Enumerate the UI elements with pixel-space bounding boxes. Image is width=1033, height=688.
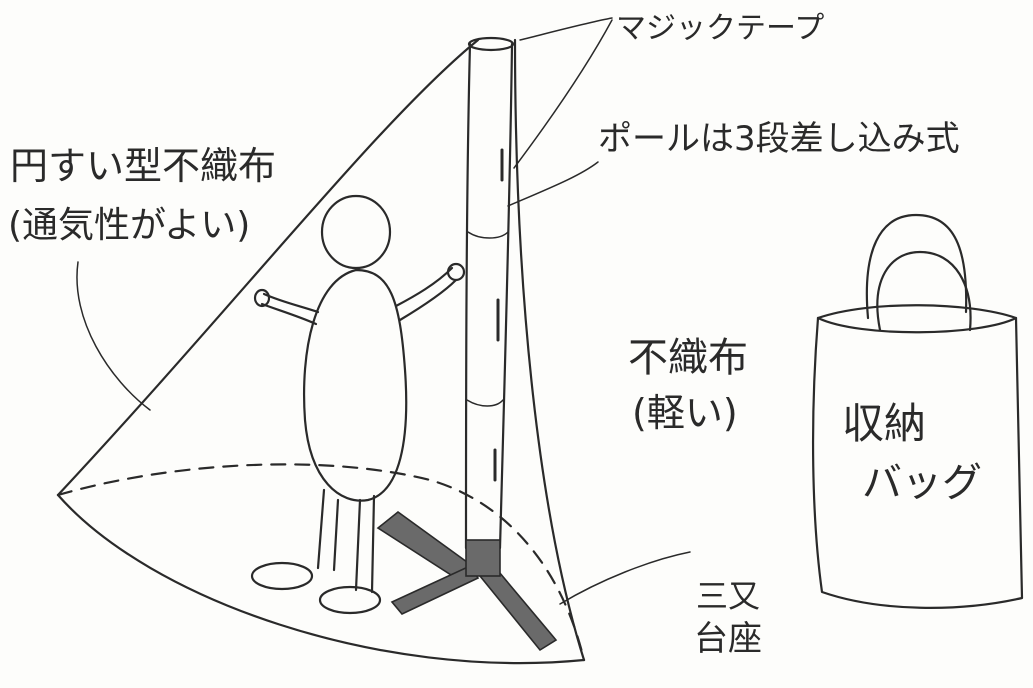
person-figure xyxy=(250,194,466,615)
label-tripod: 三又 xyxy=(696,577,761,615)
cone-enclosure xyxy=(56,38,586,665)
person-right-arm-under xyxy=(398,278,458,322)
cone-bottom-front xyxy=(56,493,586,665)
base-leg-right xyxy=(478,564,558,652)
person-body xyxy=(302,268,408,502)
label-cone-type: 円すい型不織布 xyxy=(10,144,277,188)
label-storage: 収納 xyxy=(842,399,927,448)
person-right-hand xyxy=(446,262,466,282)
leader-magic-tape-side xyxy=(513,19,613,169)
bag-rim xyxy=(816,304,1018,334)
pole-joint-1 xyxy=(467,231,509,239)
person-left-leg xyxy=(316,488,326,570)
person-right-leg-inner xyxy=(370,494,376,594)
label-nonwoven-light: (軽い) xyxy=(632,391,738,435)
pole-joint-2 xyxy=(466,399,504,407)
bag-handle-front xyxy=(876,250,972,332)
tripod-base xyxy=(376,510,558,652)
base-leg-left xyxy=(390,564,480,615)
leader-magic-tape-top xyxy=(519,17,613,41)
leader-base xyxy=(559,551,691,605)
label-cone-breathable: (通気性がよい) xyxy=(8,205,251,246)
cone-left-edge xyxy=(56,38,480,497)
pole xyxy=(464,36,515,550)
person-head xyxy=(320,194,392,270)
person-left-leg-inner xyxy=(332,498,340,572)
storage-bag xyxy=(811,213,1024,609)
leader-pole xyxy=(507,161,599,207)
label-base: 台座 xyxy=(694,619,762,659)
person-right-foot xyxy=(318,585,382,615)
person-left-arm-under xyxy=(260,302,318,326)
cone-right-edge xyxy=(513,38,586,662)
person-left-hand xyxy=(253,288,271,308)
cone-bottom-back xyxy=(56,463,586,662)
label-pole: ポールは3段差し込み式 xyxy=(598,119,960,159)
person-right-leg xyxy=(354,498,362,592)
label-nonwoven: 不織布 xyxy=(628,335,748,381)
bag-body xyxy=(811,316,1024,609)
person-left-arm xyxy=(262,292,320,314)
leader-lines xyxy=(76,17,691,605)
pole-right-side xyxy=(498,42,514,550)
pole-left-side xyxy=(464,42,472,550)
person-right-arm xyxy=(394,266,454,308)
bag-handle-back xyxy=(865,213,968,320)
label-magic-tape: マジックテープ xyxy=(616,11,825,46)
base-socket xyxy=(465,539,501,577)
leader-cone xyxy=(76,261,151,411)
pole-top xyxy=(467,36,515,52)
person-left-foot xyxy=(250,561,314,591)
label-bag: バッグ xyxy=(862,460,982,506)
